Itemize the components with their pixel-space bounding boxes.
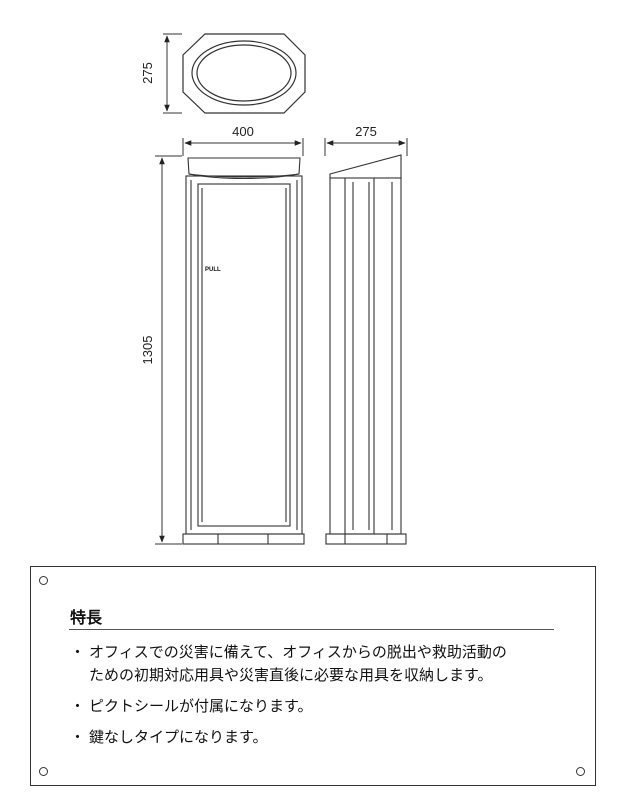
feature-item: ・鍵なしタイプになります。 xyxy=(67,726,567,749)
side-depth-label: 275 xyxy=(355,124,377,139)
side-depth-dimension xyxy=(324,138,408,156)
top-depth-dimension xyxy=(163,33,182,114)
title-divider xyxy=(69,629,554,630)
top-depth-label: 275 xyxy=(140,62,155,84)
front-width-dimension xyxy=(182,138,304,156)
feature-item: ・ピクトシールが付属になります。 xyxy=(67,695,567,718)
top-view xyxy=(182,33,306,114)
feature-line: オフィスでの災害に備えて、オフィスからの脱出や救助活動の xyxy=(89,643,507,661)
bullet-marker: ・ xyxy=(70,697,86,715)
features-list: ・オフィスでの災害に備えて、オフィスからの脱出や救助活動のための初期対応用具や災… xyxy=(67,641,567,757)
pull-label: PULL xyxy=(205,267,221,273)
height-dimension xyxy=(155,155,182,545)
panel-hole-bottom-right xyxy=(576,767,585,776)
panel-hole-top-left xyxy=(39,576,48,585)
bullet-marker: ・ xyxy=(70,643,86,661)
bullet-marker: ・ xyxy=(70,728,86,746)
feature-item: ・オフィスでの災害に備えて、オフィスからの脱出や救助活動のための初期対応用具や災… xyxy=(67,641,567,687)
height-label: 1305 xyxy=(140,336,155,365)
product-drawing: 275 400 275 1305 PULL xyxy=(140,33,408,545)
side-view xyxy=(325,154,407,545)
features-title: 特長 xyxy=(70,608,103,627)
front-view xyxy=(182,157,305,545)
feature-line: ための初期対応用具や災害直後に必要な用具を収納します。 xyxy=(89,666,493,684)
front-width-label: 400 xyxy=(232,124,254,139)
feature-line: ピクトシールが付属になります。 xyxy=(89,697,313,715)
features-panel: 特長 ・オフィスでの災害に備えて、オフィスからの脱出や救助活動のための初期対応用… xyxy=(30,566,596,786)
feature-line: 鍵なしタイプになります。 xyxy=(89,728,268,746)
panel-hole-bottom-left xyxy=(39,767,48,776)
